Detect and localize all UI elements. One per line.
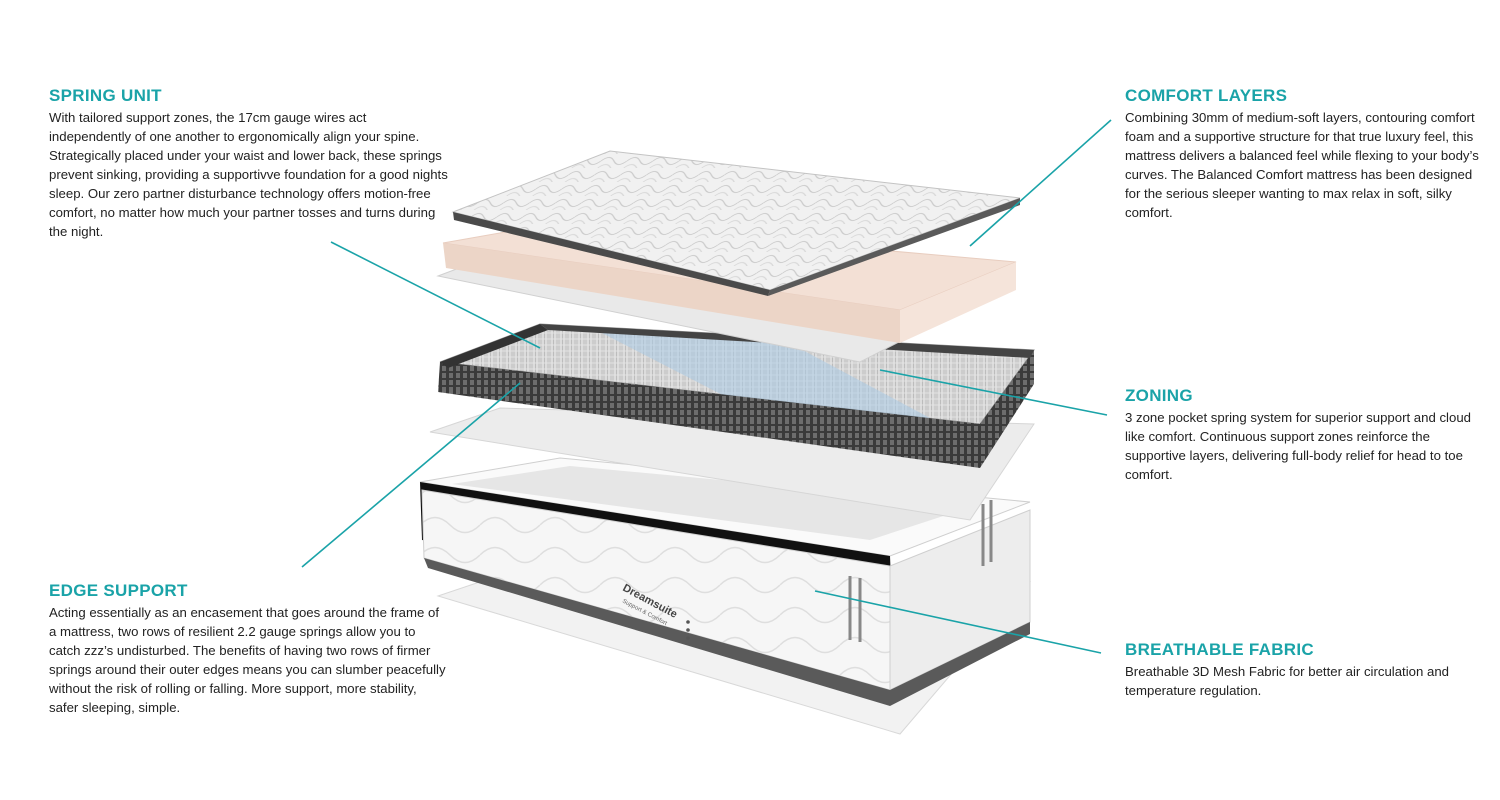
quilted-top-layer — [451, 150, 1021, 296]
callout-text: Breathable 3D Mesh Fabric for better air… — [1125, 664, 1449, 698]
callout-breathable-fabric: BREATHABLE FABRIC Breathable 3D Mesh Fab… — [1125, 640, 1485, 700]
label-dot — [686, 636, 690, 640]
callout-spring-unit: SPRING UNIT With tailored support zones,… — [49, 86, 449, 241]
callout-text: Acting essentially as an encasement that… — [49, 605, 446, 715]
callout-title: ZONING — [1125, 386, 1193, 405]
leader-comfort-layers — [969, 119, 1112, 247]
callout-title: BREATHABLE FABRIC — [1125, 640, 1314, 659]
label-dot — [686, 620, 690, 624]
callout-edge-support: EDGE SUPPORT Acting essentially as an en… — [49, 581, 449, 717]
callout-title: SPRING UNIT — [49, 86, 162, 105]
callout-title: EDGE SUPPORT — [49, 581, 188, 600]
leader-lines — [301, 119, 1112, 654]
callout-text: Combining 30mm of medium-soft layers, co… — [1125, 110, 1479, 220]
callout-comfort-layers: COMFORT LAYERS Combining 30mm of medium-… — [1125, 86, 1485, 222]
callout-title: COMFORT LAYERS — [1125, 86, 1288, 105]
leader-edge-support — [301, 382, 521, 568]
callout-text: 3 zone pocket spring system for superior… — [1125, 410, 1471, 482]
leader-spring-unit — [330, 241, 541, 349]
base-mattress: Dreamsuite Support & Comfort — [419, 457, 1031, 706]
callout-zoning: ZONING 3 zone pocket spring system for s… — [1125, 386, 1485, 484]
callout-text: With tailored support zones, the 17cm ga… — [49, 110, 448, 239]
label-dot — [686, 628, 690, 632]
leader-breathable-fabric — [814, 590, 1102, 654]
leader-zoning — [879, 369, 1108, 416]
